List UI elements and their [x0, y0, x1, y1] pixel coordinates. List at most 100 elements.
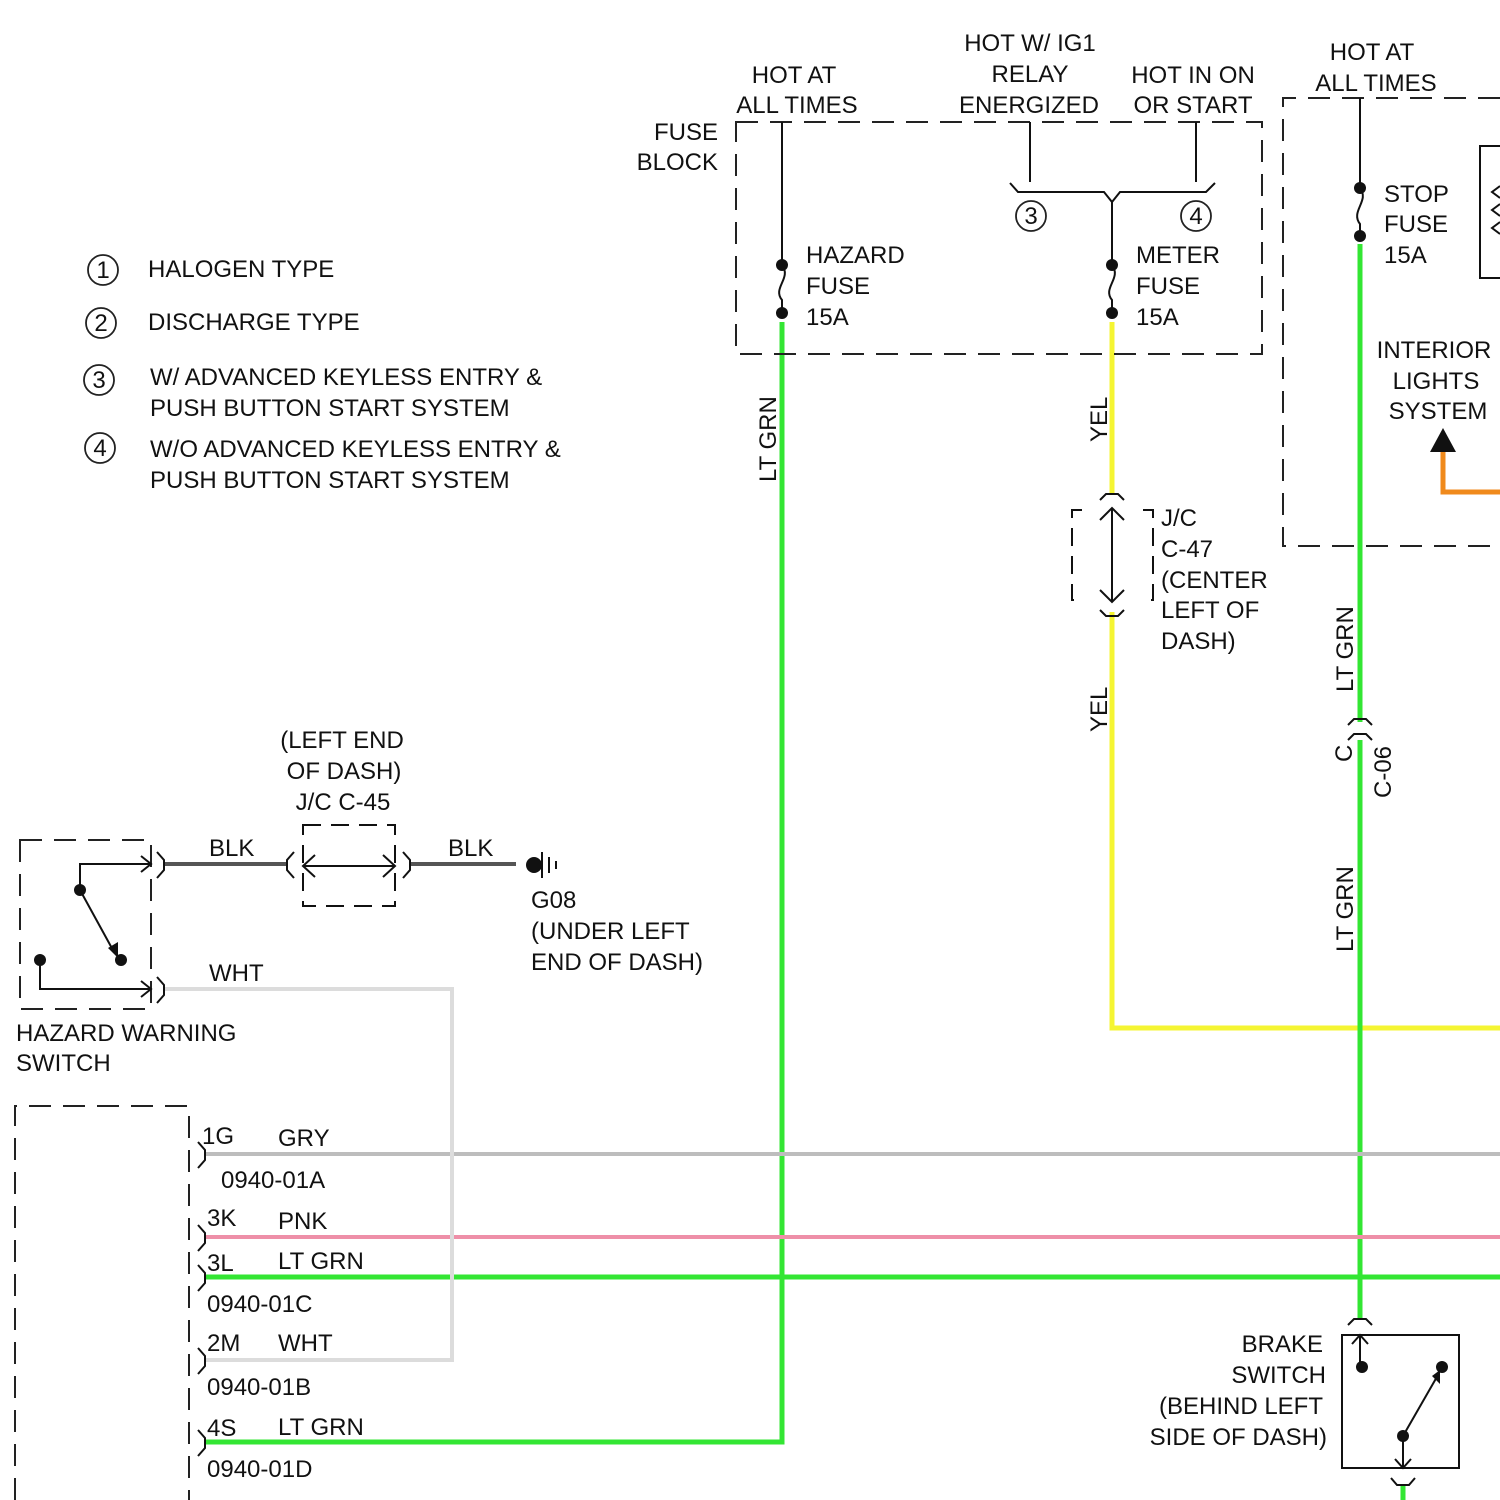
- stop-fuse-label-1: STOP: [1384, 181, 1449, 208]
- jc-c47-label-5: DASH): [1161, 628, 1236, 655]
- jc-c45-arrow: [303, 855, 395, 877]
- junction-connector-c47: J/C C-47 (CENTER LEFT OF DASH): [1072, 494, 1268, 655]
- hazard-warning-switch: HAZARD WARNING SWITCH: [16, 840, 236, 1077]
- hazard-switch-label-1: HAZARD WARNING: [16, 1020, 236, 1047]
- pin-2m-connector: 0940-01B: [207, 1374, 311, 1401]
- brake-switch-top-cap: [1348, 1319, 1372, 1325]
- hot-at-all-times-2: ALL TIMES: [736, 92, 857, 119]
- meter-fuse-label-2: FUSE: [1136, 273, 1200, 300]
- hazard-switch-top-lead: [80, 856, 151, 890]
- ground-g08: G08 (UNDER LEFT END OF DASH): [526, 852, 703, 976]
- meter-fuse-label-1: METER: [1136, 242, 1220, 269]
- wire-label-lt-grn-stop-upper: LT GRN: [1332, 606, 1359, 692]
- fuse-block: FUSE BLOCK HOT AT ALL TIMES HOT W/ IG1 R…: [637, 30, 1262, 354]
- pin-3l-number: 3L: [207, 1250, 234, 1277]
- pin-4s-cap: [198, 1430, 205, 1456]
- hazard-switch-bottom-lead: [40, 960, 151, 997]
- hazard-fuse-label-2: FUSE: [806, 273, 870, 300]
- brake-switch-right-terminal: [1436, 1361, 1448, 1373]
- pin-4s-number: 4S: [207, 1415, 236, 1442]
- hazard-switch-pin-top: [157, 852, 164, 878]
- stop-fuse-terminal-bottom: [1354, 230, 1366, 242]
- hot-in-on-1: HOT IN ON: [1131, 62, 1255, 89]
- wire-label-blk-right: BLK: [448, 835, 493, 862]
- right-hot-at-all-times-1: HOT AT: [1330, 39, 1415, 66]
- legend-1-number: 1: [96, 257, 109, 284]
- interior-lights-label-3: SYSTEM: [1389, 398, 1488, 425]
- ground-icon: [542, 852, 556, 878]
- c06-connector-label: C-06: [1370, 746, 1397, 798]
- hazard-switch-pin-bottom: [157, 977, 164, 1003]
- hazard-switch-blade: [80, 890, 114, 952]
- pin-3k-cap: [198, 1225, 205, 1251]
- interior-lights-label-1: INTERIOR: [1377, 337, 1492, 364]
- wire-label-wht-switch: WHT: [209, 960, 264, 987]
- hazard-fuse-terminal-bottom: [776, 307, 788, 319]
- variant-4-number: 4: [1189, 203, 1202, 230]
- pin-1g-color: GRY: [278, 1125, 330, 1152]
- wire-yel-lower: [1112, 612, 1500, 1028]
- jc-c45-left-cap: [287, 852, 294, 878]
- fuse-block-title-2: BLOCK: [637, 149, 718, 176]
- jc-c45-right-cap: [403, 852, 410, 878]
- jc-c47-label-3: (CENTER: [1161, 567, 1268, 594]
- pin-2m-number: 2M: [207, 1330, 240, 1357]
- hot-w-ig1-2: RELAY: [992, 61, 1069, 88]
- right-hot-at-all-times-2: ALL TIMES: [1315, 70, 1436, 97]
- hazard-fuse-label-3: 15A: [806, 304, 849, 331]
- ground-label-3: END OF DASH): [531, 949, 703, 976]
- hazard-switch-contact: [115, 954, 127, 966]
- pin-4s-color: LT GRN: [278, 1414, 364, 1441]
- hazard-fuse-symbol: [779, 265, 785, 313]
- ground-dot: [526, 857, 542, 873]
- pin-2m-color: WHT: [278, 1330, 333, 1357]
- brake-switch-bottom-lead: [1395, 1436, 1411, 1468]
- variant-3-number: 3: [1024, 203, 1037, 230]
- stop-fuse-label-3: 15A: [1384, 242, 1427, 269]
- pin-1g-connector: 0940-01A: [221, 1167, 325, 1194]
- hot-w-ig1-3: ENERGIZED: [959, 92, 1099, 119]
- legend-3-text-1: W/ ADVANCED KEYLESS ENTRY &: [150, 364, 542, 391]
- wires: [165, 244, 1500, 1500]
- wire-label-yel-upper: YEL: [1086, 397, 1113, 442]
- meter-feed-junction: [1010, 183, 1215, 202]
- right-block-outline: [1283, 98, 1500, 546]
- pin-3k-number: 3K: [207, 1205, 236, 1232]
- brake-switch-bottom-cap: [1391, 1478, 1415, 1485]
- legend-2-text: DISCHARGE TYPE: [148, 309, 360, 336]
- brake-switch-label-3: (BEHIND LEFT: [1159, 1393, 1323, 1420]
- pin-3l-connector: 0940-01C: [207, 1291, 312, 1318]
- brake-switch-label-2: SWITCH: [1231, 1362, 1326, 1389]
- wire-label-lt-grn-stop-lower: LT GRN: [1332, 866, 1359, 952]
- jc-c45-label-2: OF DASH): [287, 758, 402, 785]
- partial-component-box: [1480, 146, 1500, 278]
- wire-label-yel-lower: YEL: [1086, 687, 1113, 732]
- legend-3-number: 3: [92, 367, 105, 394]
- partial-component-marks: [1492, 186, 1500, 234]
- brake-switch-label-4: SIDE OF DASH): [1150, 1424, 1327, 1451]
- brake-switch-blade: [1403, 1375, 1438, 1436]
- legend-3-text-2: PUSH BUTTON START SYSTEM: [150, 395, 510, 422]
- stop-fuse-label-2: FUSE: [1384, 211, 1448, 238]
- wire-label-blk-left: BLK: [209, 835, 254, 862]
- c06-lower-half: [1348, 734, 1372, 740]
- meter-fuse-label-3: 15A: [1136, 304, 1179, 331]
- hazard-switch-label-2: SWITCH: [16, 1050, 111, 1077]
- junction-connector-c45: (LEFT END OF DASH) J/C C-45: [280, 727, 410, 906]
- jc-c47-label-2: C-47: [1161, 536, 1213, 563]
- jc-c45-label-1: (LEFT END: [280, 727, 404, 754]
- meter-fuse-symbol: [1109, 265, 1115, 313]
- pin-3k-color: PNK: [278, 1208, 327, 1235]
- jc-c47-arrow: [1100, 508, 1124, 602]
- hot-in-on-2: OR START: [1133, 92, 1252, 119]
- c06-pin-label: C: [1331, 745, 1358, 762]
- left-connector-outline: [15, 1106, 189, 1500]
- interior-lights-arrow-icon: [1430, 428, 1456, 452]
- brake-switch: BRAKE SWITCH (BEHIND LEFT SIDE OF DASH): [1150, 1319, 1459, 1485]
- legend-4-number: 4: [93, 435, 106, 462]
- legend-2-number: 2: [94, 310, 107, 337]
- wire-label-lt-grn-hazard: LT GRN: [755, 396, 782, 482]
- brake-switch-left-terminal: [1356, 1361, 1368, 1373]
- fuse-block-title-1: FUSE: [654, 119, 718, 146]
